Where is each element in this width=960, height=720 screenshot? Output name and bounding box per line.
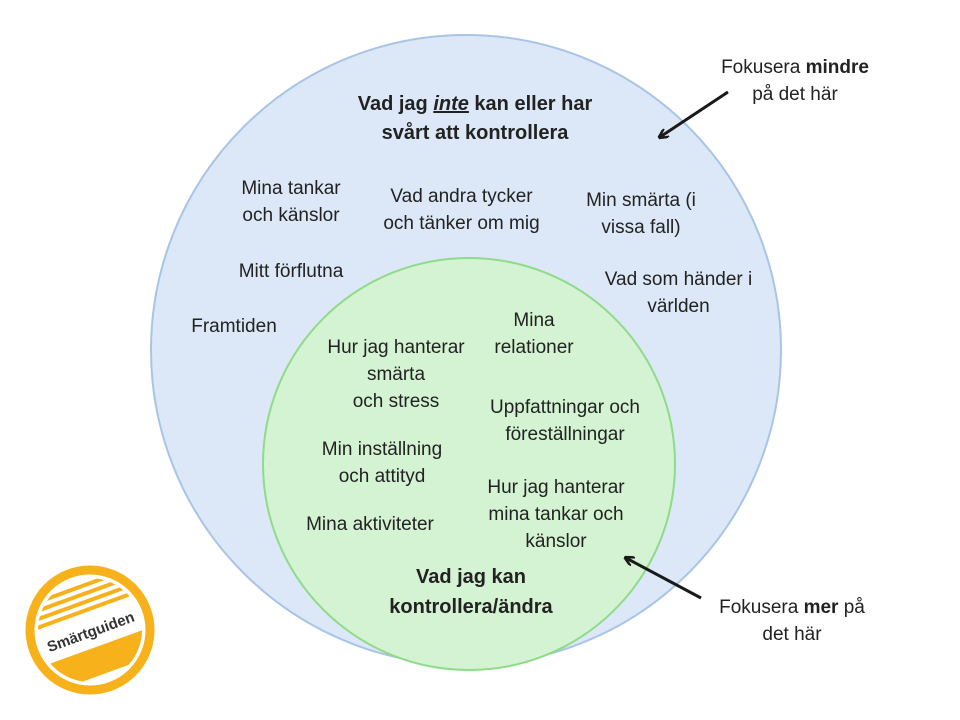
- annotation-more-line2: det här: [762, 624, 822, 645]
- arrow-less: [660, 90, 729, 137]
- outer-circle-title-line2: svårt att kontrollera: [381, 122, 569, 144]
- inner-item-attitude: Min inställning och attityd: [321, 439, 443, 487]
- smartguiden-logo: Smärtguiden: [23, 565, 157, 695]
- inner-item-relations: Mina relationer: [494, 310, 574, 358]
- annotation-more-bold: mer: [803, 597, 839, 618]
- outer-item-pain: Min smärta (i vissa fall): [586, 190, 696, 238]
- annotation-less-text: Fokusera: [721, 57, 806, 78]
- outer-item-thoughts: Mina tankar och känslor: [241, 178, 341, 226]
- annotation-less-line2: på det här: [752, 84, 838, 105]
- inner-item-activities: Mina aktiviteter: [306, 514, 434, 535]
- outer-item-world: Vad som händer i världen: [604, 269, 753, 317]
- inner-circle-title: Vad jag kan kontrollera/ändra: [389, 566, 553, 618]
- outer-title-part2: kan eller har: [468, 93, 593, 115]
- annotation-less-bold: mindre: [805, 57, 869, 78]
- annotation-focus-less: Fokusera mindre på det här: [695, 54, 895, 108]
- outer-title-part1: Vad jag: [357, 93, 434, 115]
- annotation-focus-more: Fokusera mer på det här: [697, 594, 887, 648]
- outer-circle-title-line1: Vad jag inte kan eller har: [300, 89, 650, 119]
- outer-item-others-opinions: Vad andra tycker och tänker om mig: [383, 186, 540, 234]
- inner-item-thoughts-handling: Hur jag hanterar mina tankar och känslor: [487, 477, 625, 552]
- annotation-more-text-after: på: [838, 597, 865, 618]
- outer-item-future: Framtiden: [191, 316, 277, 337]
- arrow-more: [626, 558, 702, 600]
- outer-item-past: Mitt förflutna: [238, 261, 344, 282]
- annotation-more-text: Fokusera: [719, 597, 804, 618]
- inner-item-pain-stress: Hur jag hanterar smärta och stress: [327, 337, 465, 412]
- inner-item-beliefs: Uppfattningar och föreställningar: [490, 397, 640, 445]
- outer-title-emphasis: inte: [433, 93, 469, 115]
- inner-circle: [262, 257, 676, 671]
